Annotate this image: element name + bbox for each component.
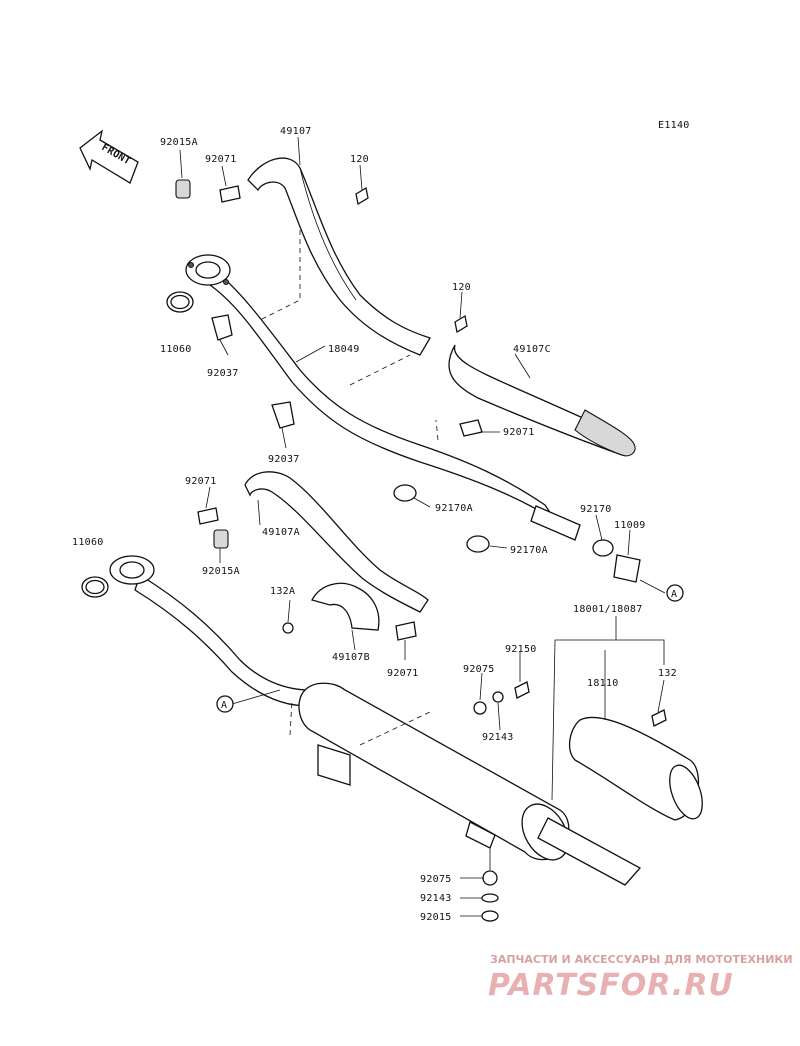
- label-92150: 92150: [505, 644, 537, 655]
- label-92037-b: 92037: [268, 454, 300, 465]
- label-92170: 92170: [580, 504, 612, 515]
- label-18049: 18049: [328, 344, 360, 355]
- heat-shield-49107C: [448, 344, 636, 457]
- label-18110: 18110: [587, 678, 619, 689]
- label-92015A-top: 92015A: [160, 137, 198, 148]
- tailpipe-18110: [568, 716, 703, 821]
- exhaust-pipe-lower: [81, 555, 311, 707]
- label-92037-a: 92037: [207, 368, 239, 379]
- label-92015A-left: 92015A: [202, 566, 240, 577]
- small-parts: [175, 179, 667, 922]
- label-92170A-b: 92170A: [510, 545, 548, 556]
- label-18001-18087: 18001/18087: [573, 604, 643, 615]
- label-92015: 92015: [420, 912, 452, 923]
- heat-shield-49107: [247, 157, 431, 356]
- leader-lines: [179, 136, 666, 917]
- label-49107B: 49107B: [332, 652, 370, 663]
- label-92071-mid: 92071: [503, 427, 535, 438]
- label-92071-top: 92071: [205, 154, 237, 165]
- heat-shield-49107A: [244, 471, 429, 613]
- watermark-tagline: ЗАПЧАСТИ И АКСЕССУАРЫ ДЛЯ МОТОТЕХНИКИ: [490, 953, 793, 966]
- label-49107C: 49107C: [513, 344, 551, 355]
- diagram-code: E1140: [658, 120, 690, 131]
- ref-marker-a-lower-label: A: [221, 700, 227, 711]
- watermark-brand: PARTSFOR.RU: [488, 968, 734, 1003]
- label-92170A-a: 92170A: [435, 503, 473, 514]
- ref-marker-a-upper-label: A: [671, 589, 677, 600]
- label-132: 132: [658, 668, 677, 679]
- label-11060-top: 11060: [160, 344, 192, 355]
- front-arrow: FRONT: [79, 129, 139, 184]
- exhaust-pipe-upper: [166, 254, 581, 541]
- watermark: ЗАПЧАСТИ И АКСЕССУАРЫ ДЛЯ МОТОТЕХНИКИ PA…: [488, 953, 793, 1003]
- label-92075-a: 92075: [463, 664, 495, 675]
- label-120-top: 120: [350, 154, 369, 165]
- label-92075-b: 92075: [420, 874, 452, 885]
- label-120-mid: 120: [452, 282, 471, 293]
- ref-marker-a-upper: A: [666, 584, 684, 602]
- label-132A: 132A: [270, 586, 295, 597]
- label-49107: 49107: [280, 126, 312, 137]
- muffler: [298, 682, 642, 886]
- label-92143-b: 92143: [420, 893, 452, 904]
- part-labels: 49107 120 92015A 92071 120 49107C 11060 …: [72, 126, 677, 923]
- label-49107A: 49107A: [262, 527, 300, 538]
- label-11060-left: 11060: [72, 537, 104, 548]
- heat-shield-49107B: [311, 582, 380, 631]
- label-11009: 11009: [614, 520, 646, 531]
- ref-marker-a-lower: A: [216, 695, 234, 713]
- label-92143-a: 92143: [482, 732, 514, 743]
- label-92071-low: 92071: [387, 668, 419, 679]
- label-92071-left: 92071: [185, 476, 217, 487]
